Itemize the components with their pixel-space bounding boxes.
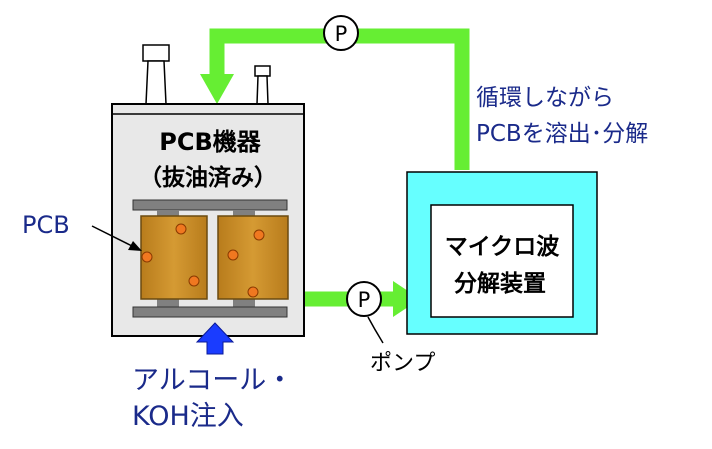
bushing-left	[142, 44, 170, 105]
process-label-line2: PCBを溶出･分解	[476, 121, 648, 147]
pump-bottom: P	[346, 281, 384, 344]
pump-top: P	[323, 15, 359, 51]
device-label-line1: マイクロ波	[445, 234, 561, 260]
device-label-line2: 分解装置	[454, 270, 546, 297]
pump-top-symbol: P	[335, 22, 348, 46]
pcb-label-text: PCB	[22, 211, 70, 239]
pump-label: ポンプ	[370, 351, 435, 376]
injection-arrow	[195, 322, 235, 355]
injection-label-line1: アルコール・	[132, 365, 293, 396]
equipment-title: PCB機器	[159, 128, 261, 156]
bushing-right	[254, 65, 271, 105]
pcb-label: PCB	[22, 211, 142, 251]
pcb-dots	[141, 223, 265, 298]
pcb-equipment: PCB機器 （抜油済み）	[111, 103, 305, 337]
pump-bottom-symbol: P	[358, 288, 371, 312]
equipment-subtitle: （抜油済み）	[139, 164, 277, 191]
process-label-line1: 循環しながら	[476, 85, 614, 111]
coil-right	[217, 215, 289, 300]
injection-label-line2: KOH注入	[132, 401, 244, 432]
microwave-device: マイクロ波 分解装置	[406, 171, 598, 335]
